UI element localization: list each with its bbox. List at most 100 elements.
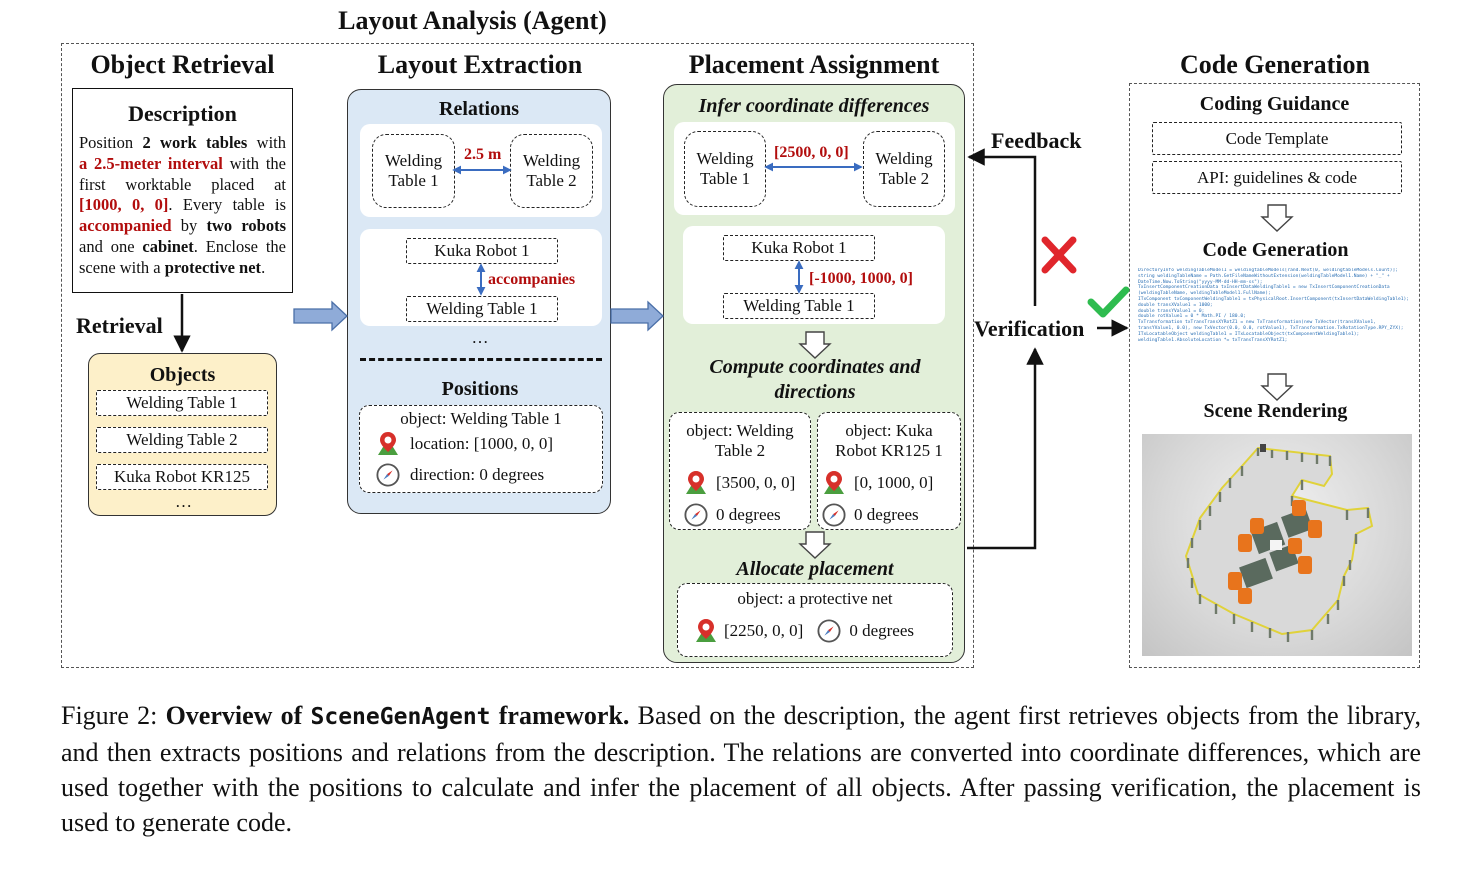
compute-table2-location-row: [3500, 0, 0]	[684, 470, 795, 496]
accompanies-label: accompanies	[488, 271, 576, 288]
layout-extraction-title: Layout Extraction	[377, 50, 583, 79]
offset-label-a: [2500, 0, 0]	[774, 144, 849, 161]
compute-card-table2: object: Welding Table 2 [3500, 0, 0] 0 d…	[669, 412, 811, 530]
description-segment: Position	[79, 133, 143, 152]
allocate-title: Allocate placement	[736, 558, 894, 580]
compute-robot-direction-row: 0 degrees	[822, 502, 919, 528]
compute-table2-direction: 0 degrees	[716, 505, 781, 524]
description-segment: scene with a	[79, 257, 165, 277]
position-location-row: location: [1000, 0, 0]	[376, 431, 553, 457]
distance-label: 2.5 m	[464, 146, 502, 163]
scene-rendering-title: Scene Rendering	[1203, 400, 1348, 422]
placement-assignment-title: Placement Assignment	[688, 50, 940, 79]
code-line: (weldingTableName, weldingTableModel1.Fu…	[1138, 291, 1271, 297]
api-guidelines-box: API: guidelines & code	[1152, 161, 1402, 194]
infer-card-robot: Kuka Robot 1 Welding Table 1 [-1000, 100…	[683, 226, 945, 324]
object-item: Kuka Robot KR125	[96, 464, 268, 490]
positions-title: Positions	[441, 378, 519, 400]
codegen-subtitle: Code Generation	[1202, 239, 1349, 261]
position-location: location: [1000, 0, 0]	[410, 434, 554, 453]
caption-text: Based on the description, the agent firs…	[61, 701, 1421, 837]
relations-more: …	[471, 328, 489, 347]
description-segment: two robots	[206, 216, 287, 236]
description-segment: a 2.5-meter interval	[79, 153, 223, 173]
caption-bold-2: framework.	[490, 701, 630, 730]
allocate-direction: 0 degrees	[849, 621, 914, 640]
coding-guidance-title: Coding Guidance	[1199, 93, 1350, 115]
scene-rendering-image	[1142, 434, 1412, 656]
compass-icon	[822, 502, 846, 528]
compute-robot-location-row: [0, 1000, 0]	[822, 470, 933, 496]
description-line: accompanied by two robots	[79, 216, 286, 237]
relations-title: Relations	[439, 98, 519, 120]
feedback-label: Feedback	[991, 128, 1082, 153]
infer-title: Infer coordinate differences	[698, 95, 930, 117]
infer-bottom-node: Welding Table 1	[723, 293, 875, 319]
objects-title: Objects	[149, 364, 216, 386]
caption-prefix: Figure 2:	[61, 701, 166, 730]
position-card: object: Welding Table 1 location: [1000,…	[359, 405, 603, 493]
position-direction: direction: 0 degrees	[410, 465, 545, 484]
rendered-scene-graphic	[1184, 444, 1374, 642]
layout-analysis-title: Layout Analysis (Agent)	[338, 6, 607, 35]
description-segment: cabinet	[142, 236, 194, 256]
allocate-location: [2250, 0, 0]	[724, 621, 804, 640]
description-segment: [1000, 0, 0]	[79, 195, 169, 215]
description-segment: 2 work tables	[142, 133, 248, 152]
description-segment: by	[171, 216, 207, 236]
code-line: ITxComponent txComponentWeldingTable1 = …	[1138, 296, 1410, 302]
description-segment: with the	[222, 153, 286, 173]
agent-frame	[61, 43, 974, 668]
relation-left-node: Welding Table 1	[372, 134, 455, 208]
objects-more: …	[175, 492, 192, 511]
object-item: Welding Table 2	[96, 427, 268, 453]
verification-label: Verification	[974, 316, 1085, 341]
code-line: double transYValue1 = 0;	[1138, 308, 1205, 314]
cross-icon	[1041, 236, 1077, 274]
code-line: transYValue1, 0.0), new TxVector(0.0, 0.…	[1138, 325, 1404, 331]
code-line: double transXValue1 = 1000;	[1138, 302, 1213, 308]
code-line: ITxLocatableObject weldingTable1 = ITxLo…	[1138, 331, 1360, 337]
extraction-panel: Relations Welding Table 1 Welding Table …	[347, 89, 611, 514]
caption-bold-1: Overview of	[165, 701, 311, 730]
position-object: object: Welding Table 1	[400, 409, 562, 428]
code-line: string weldingTableName = Path.GetFileNa…	[1138, 273, 1390, 279]
code-line: TxInsertComponentCreationData txInsertDa…	[1138, 285, 1390, 291]
caption-mono: SceneGenAgent	[310, 704, 491, 730]
map-pin-icon	[684, 470, 708, 496]
description-segment: accompanied	[79, 216, 172, 236]
compass-icon	[684, 502, 708, 528]
placement-panel: Infer coordinate differences Welding Tab…	[663, 84, 965, 663]
code-line: double rotValue1 = 0 * Math.PI / 180.0;	[1138, 314, 1246, 320]
code-line: DateTime.Now.ToString("yyyy-MM-dd-HH-mm-…	[1138, 279, 1263, 285]
description-segment: first worktable placed at	[79, 174, 286, 194]
allocate-values-row: [2250, 0, 0] 0 degrees	[694, 618, 914, 644]
compute-table2-location: [3500, 0, 0]	[716, 473, 796, 492]
infer-top-node: Kuka Robot 1	[723, 235, 875, 261]
code-snippet: DirectoryInfo weldingTableModel1 = weldi…	[1138, 268, 1414, 343]
connector-arrows	[173, 148, 1294, 559]
description-line: a 2.5-meter interval with the	[79, 154, 286, 175]
code-line: DirectoryInfo weldingTableModel1 = weldi…	[1138, 268, 1398, 273]
compass-icon	[376, 462, 400, 488]
position-direction-row: direction: 0 degrees	[376, 462, 544, 488]
description-segment: . Enclose the	[193, 236, 286, 256]
objects-panel: Objects Welding Table 1 Welding Table 2 …	[88, 353, 277, 516]
relation-right-node: Welding Table 2	[510, 134, 593, 208]
allocate-card: object: a protective net [2250, 0, 0] 0 …	[677, 583, 953, 657]
description-line: [1000, 0, 0]. Every table is	[79, 195, 286, 216]
allocate-object: object: a protective net	[737, 589, 893, 608]
description-title: Description	[128, 101, 237, 126]
retrieval-label: Retrieval	[76, 313, 163, 338]
description-segment: protective net	[164, 257, 262, 277]
map-pin-icon	[694, 618, 718, 644]
description-segment: .	[261, 257, 266, 277]
code-generation-frame: Coding Guidance Code Template API: guide…	[1129, 83, 1420, 668]
compute-robot-object: object: Kuka Robot KR125 1	[835, 421, 943, 460]
description-segment: and one	[79, 236, 143, 256]
compass-icon	[817, 618, 841, 644]
code-line: TxTransformation txTransTransXYRotZ1 = n…	[1138, 320, 1376, 326]
offset-label-b: [-1000, 1000, 0]	[809, 270, 913, 287]
